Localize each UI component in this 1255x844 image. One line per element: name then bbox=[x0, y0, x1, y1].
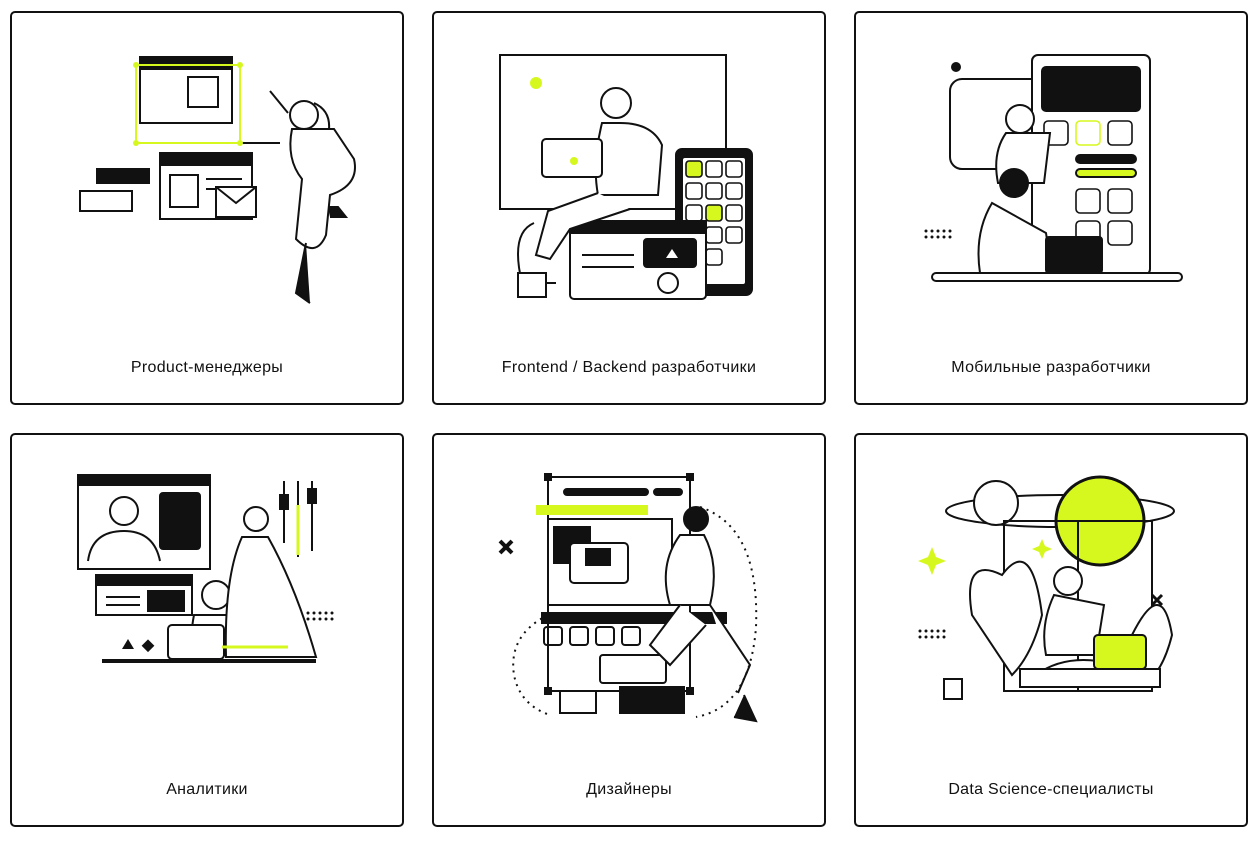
card-developers[interactable]: Frontend / Backend разработчики bbox=[432, 11, 826, 405]
product-manager-illustration bbox=[52, 43, 362, 313]
card-title: Дизайнеры bbox=[586, 781, 672, 798]
card-title: Data Science-специалисты bbox=[948, 781, 1154, 798]
card-analysts[interactable]: Аналитики bbox=[10, 433, 404, 827]
card-designers[interactable]: Дизайнеры bbox=[432, 433, 826, 827]
analysts-illustration bbox=[52, 465, 362, 735]
card-title: Аналитики bbox=[166, 781, 248, 798]
card-data-science[interactable]: Data Science-специалисты bbox=[854, 433, 1248, 827]
designers-illustration bbox=[474, 465, 784, 735]
data-science-illustration bbox=[896, 465, 1206, 735]
mobile-developers-illustration bbox=[896, 43, 1206, 313]
card-title: Мобильные разработчики bbox=[951, 359, 1151, 376]
card-title: Frontend / Backend разработчики bbox=[501, 359, 757, 376]
role-cards-grid: Product-менеджеры bbox=[10, 11, 1248, 827]
developer-illustration bbox=[474, 43, 784, 313]
card-title: Product-менеджеры bbox=[130, 359, 284, 376]
card-product-managers[interactable]: Product-менеджеры bbox=[10, 11, 404, 405]
card-mobile-developers[interactable]: Мобильные разработчики bbox=[854, 11, 1248, 405]
